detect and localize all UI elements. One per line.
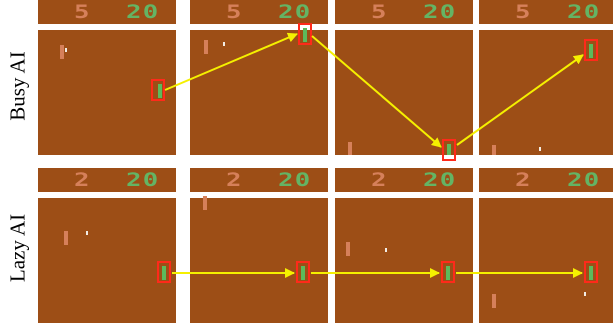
movement-arrow [457,55,583,145]
movement-arrow [165,34,297,90]
movement-arrow [312,36,441,147]
